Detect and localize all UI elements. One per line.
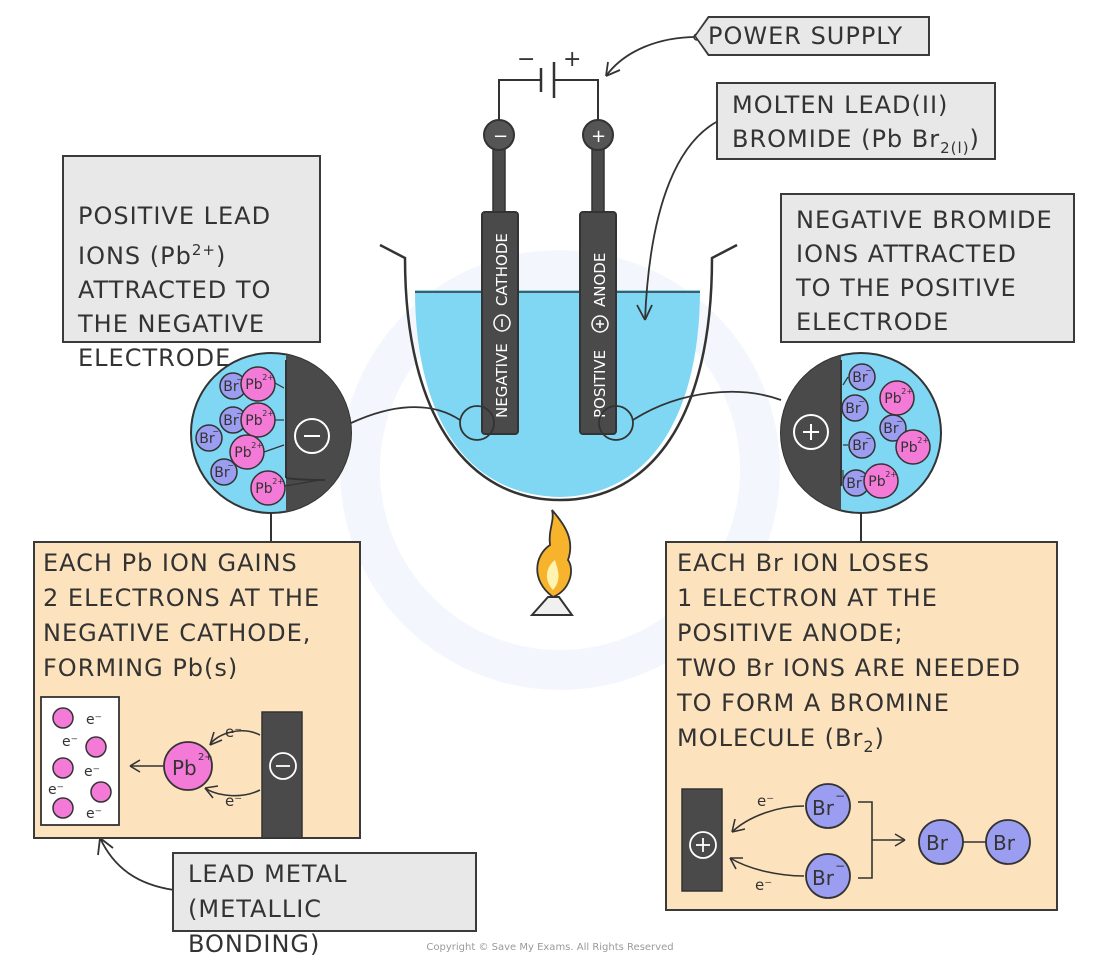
cathode-label-negative: NEGATIVE [493,343,511,418]
svg-text:2+: 2+ [272,477,284,486]
power-supply-label: POWER SUPPLY [696,18,928,54]
negative-ions-label: NEGATIVE BROMIDE IONS ATTRACTED TO THE P… [780,193,1075,343]
zoom-left-br-ion: Br− [219,372,247,400]
svg-text:Pb: Pb [255,481,272,497]
svg-text:Br: Br [199,431,215,447]
svg-text:2+: 2+ [917,436,929,445]
zoom-left-br-ion: Br− [219,406,247,434]
copyright-notice: Copyright © Save My Exams. All Rights Re… [426,942,674,953]
cathode-electrode [481,119,519,435]
svg-text:−: − [896,417,903,426]
watermark-logo [340,250,780,690]
svg-text:Pb: Pb [245,413,262,429]
svg-text:Pb: Pb [868,474,885,490]
zoom-right-br-ion: Br− [848,431,876,459]
cathode-terminal-sign: − [493,126,508,147]
svg-text:Br: Br [852,438,868,454]
power-supply-circuit [498,62,599,135]
bunsen-burner [529,509,574,616]
svg-text:−: − [865,434,872,443]
svg-text:−: − [858,397,865,406]
cathode-zoom-marker [459,405,495,441]
svg-text:Br: Br [846,476,862,492]
battery-plus: + [563,47,581,72]
cathode-info-text: EACH Pb ION GAINS 2 ELECTRONS AT THE NEG… [43,549,321,682]
svg-text:−: − [859,472,866,481]
anode-label-positive: POSITIVE [591,350,609,418]
svg-text:2+: 2+ [251,441,263,450]
svg-text:2+: 2+ [885,470,897,479]
svg-text:−: − [865,366,872,375]
svg-text:Pb: Pb [234,445,251,461]
svg-text:Br: Br [214,465,230,481]
svg-text:Pb: Pb [900,440,917,456]
anode-label-word: ANODE [591,253,609,307]
svg-text:2+: 2+ [262,373,274,382]
zoom-right-br-ion: Br− [841,394,869,422]
svg-text:Pb: Pb [245,377,262,393]
svg-text:2+: 2+ [901,387,913,396]
molten-label: MOLTEN LEAD(II) BROMIDE (Pb Br2(l)) [718,84,994,158]
svg-text:−: − [212,427,219,436]
cathode-label-word: CATHODE [493,233,511,306]
svg-text:Br: Br [223,413,239,429]
attraction-arrow [274,382,285,389]
svg-text:Br: Br [223,379,239,395]
svg-text:Br: Br [852,370,868,386]
zoom-right-br-ion: Br− [848,363,876,391]
anode-electrode [579,119,617,435]
svg-text:−: − [236,409,243,418]
svg-text:Pb: Pb [884,391,901,407]
svg-text:−: − [227,461,234,470]
svg-text:Br: Br [845,401,861,417]
callout-arrows [97,36,721,891]
zoom-left-br-ion: Br− [210,458,238,486]
anode-info-text: EACH Br ION LOSES 1 ELECTRON AT THE POSI… [677,549,1021,756]
battery-minus: − [517,47,535,72]
attraction-arrow [263,444,285,453]
attraction-arrow [284,479,321,487]
lead-metal-label: LEAD METAL (METALLIC BONDING) [174,854,475,958]
zoom-right-br-ion: Br− [879,414,907,442]
anode-terminal-sign: + [591,126,606,147]
svg-text:2+: 2+ [262,409,274,418]
zoom-left-br-ion: Br− [195,424,223,452]
anode-zoom-marker [598,405,634,441]
positive-ions-label: POSITIVE LEAD IONS (Pb2+) ATTRACTED TO T… [62,155,321,372]
svg-text:Br: Br [883,421,899,437]
svg-text:−: − [236,375,243,384]
attraction-arrow [842,376,849,386]
